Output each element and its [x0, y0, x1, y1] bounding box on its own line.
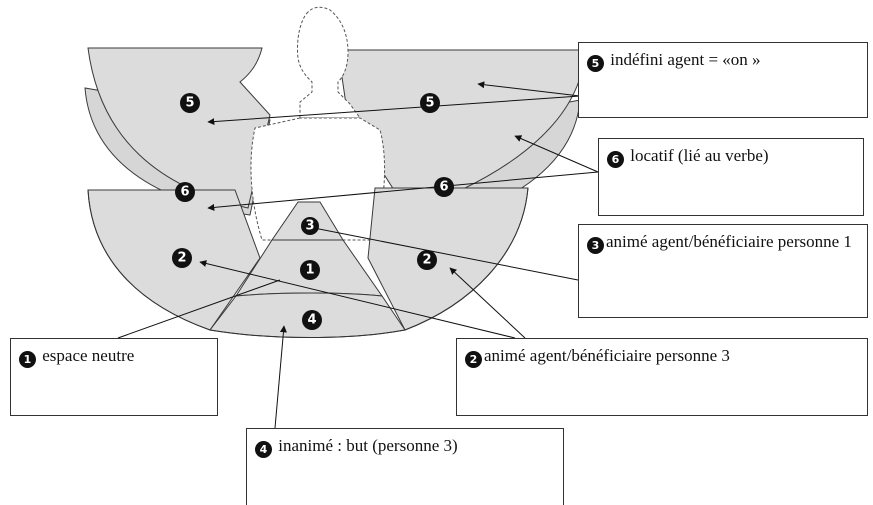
badge-locative-left: 6	[175, 182, 195, 202]
callout-line-animate-p3-right	[449, 267, 526, 339]
svg-text:1: 1	[305, 263, 314, 278]
legend-indefinite-label: indéfini agent = «on »	[610, 50, 761, 69]
legend-animate-p1-label: animé agent/bénéficiaire personne 1	[606, 232, 852, 251]
callout-line-neutral	[117, 279, 281, 339]
callout-line-locative-left	[207, 171, 599, 211]
signer-head-silhouette	[297, 6, 361, 119]
callout-line-locative-right	[514, 135, 599, 173]
callout-line-inanimate	[274, 325, 287, 429]
badge-animate-p1: 3	[301, 217, 319, 235]
legend-box-neutral: 1 espace neutre	[10, 338, 218, 416]
legend-indefinite-badge: 5	[587, 55, 604, 72]
svg-text:3: 3	[305, 219, 314, 234]
badge-locative-right: 6	[434, 177, 454, 197]
legend-inanimate-badge: 4	[255, 441, 272, 458]
legend-neutral-badge: 1	[19, 351, 36, 368]
legend-box-inanimate: 4 inanimé : but (personne 3)	[246, 428, 564, 505]
legend-locative-text: 6 locatif (lié au verbe)	[599, 139, 863, 174]
callout-line-indefinite-right	[477, 81, 581, 97]
svg-text:4: 4	[307, 313, 316, 328]
callout-line-animate-p1	[313, 227, 579, 281]
svg-text:2: 2	[177, 251, 186, 266]
badge-neutral: 1	[300, 260, 320, 280]
legend-neutral-text: 1 espace neutre	[11, 339, 217, 374]
svg-text:6: 6	[180, 185, 189, 200]
legend-locative-label: locatif (lié au verbe)	[630, 146, 769, 165]
svg-text:5: 5	[185, 96, 194, 111]
lower-fan-outline	[87, 187, 529, 338]
svg-text:6: 6	[439, 180, 448, 195]
svg-text:2: 2	[422, 253, 431, 268]
badge-inanimate: 4	[302, 310, 322, 330]
legend-indefinite-text: 5 indéfini agent = «on »	[579, 43, 867, 78]
svg-text:5: 5	[425, 96, 434, 111]
badge-indefinite-right: 5	[420, 93, 440, 113]
legend-box-locative: 6 locatif (lié au verbe)	[598, 138, 864, 216]
callout-line-animate-p3-left	[199, 260, 516, 339]
badge-animate-p3-left: 2	[172, 248, 192, 268]
legend-box-indefinite: 5 indéfini agent = «on »	[578, 42, 868, 118]
legend-neutral-label: espace neutre	[42, 346, 135, 365]
legend-inanimate-text: 4 inanimé : but (personne 3)	[247, 429, 563, 464]
legend-animate-p1-badge: 3	[587, 237, 604, 254]
callout-line-indefinite-left	[207, 95, 581, 126]
legend-locative-badge: 6	[607, 151, 624, 168]
badge-animate-p3-right: 2	[417, 250, 437, 270]
legend-inanimate-label: inanimé : but (personne 3)	[278, 436, 458, 455]
legend-animate-p3-badge: 2	[465, 351, 482, 368]
badge-indefinite-left: 5	[180, 93, 200, 113]
legend-animate-p3-label: animé agent/bénéficiaire personne 3	[484, 346, 730, 365]
